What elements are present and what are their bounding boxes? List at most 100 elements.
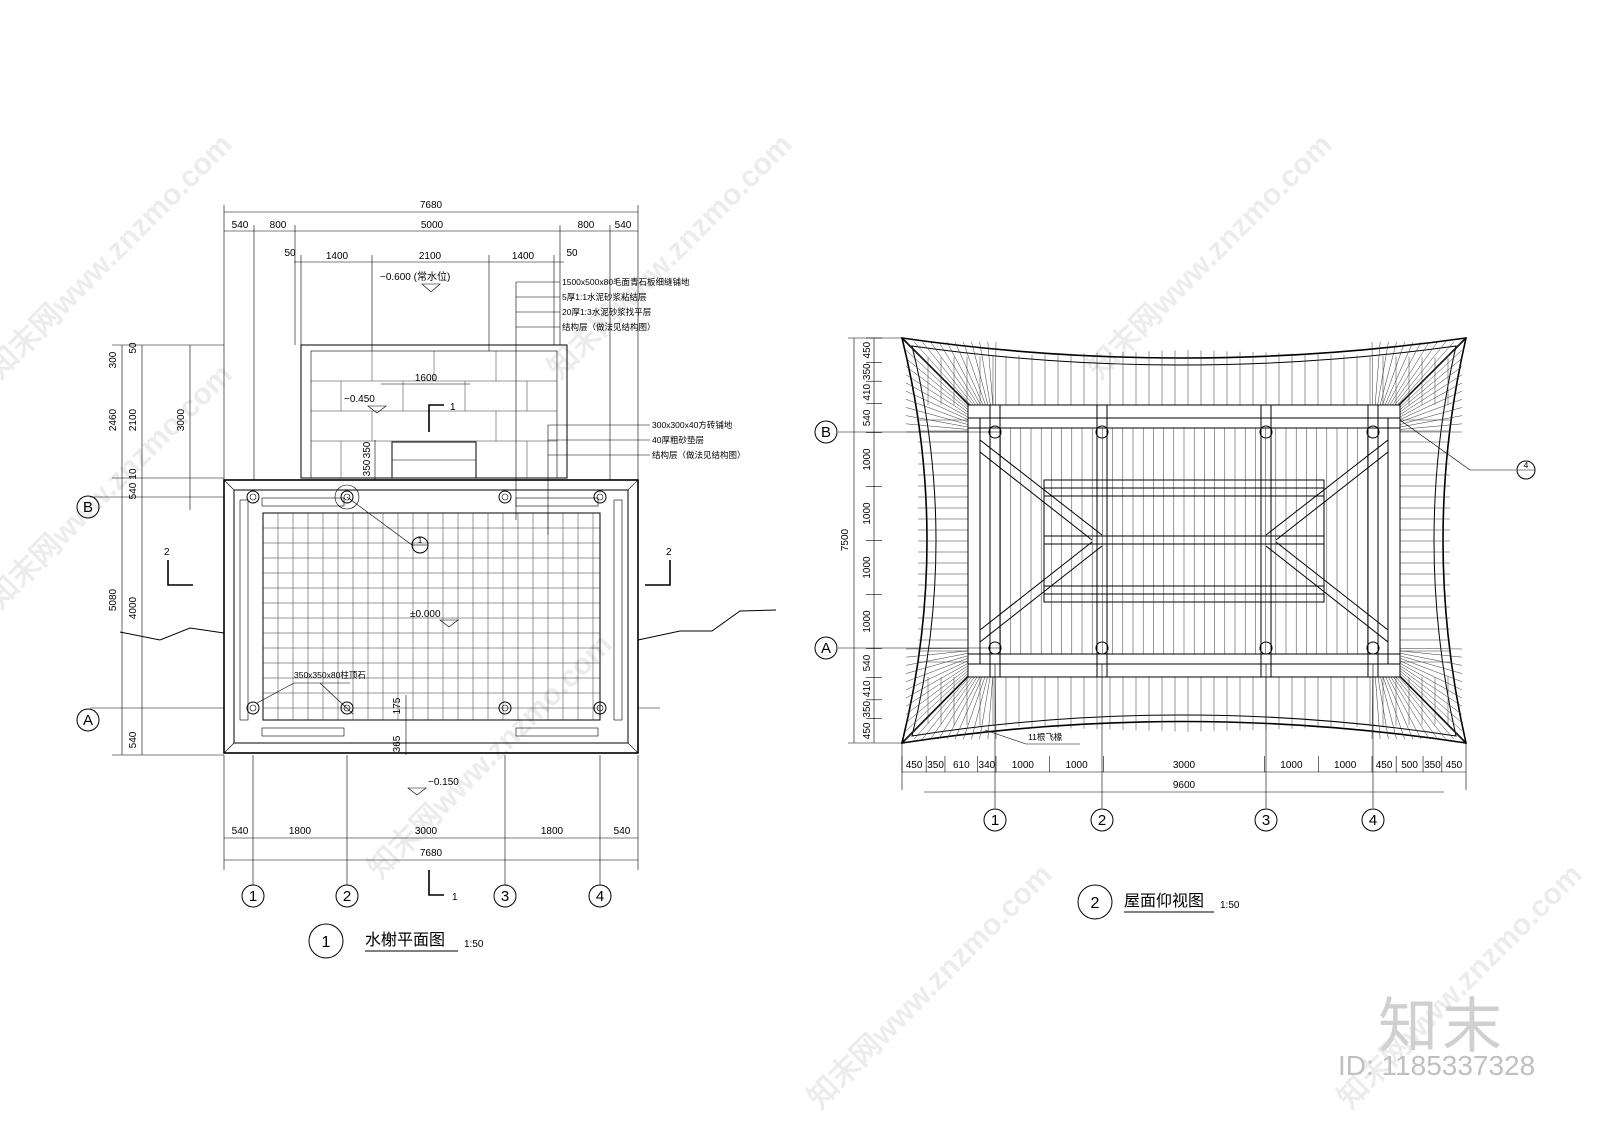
dim-step-1: 350 (362, 441, 373, 458)
dim-step-2: 350 (362, 459, 373, 476)
roof-dim-bottom-0: 450 (906, 760, 923, 771)
roof-dim-bottom-4: 1000 (1012, 760, 1035, 771)
roof-dim-left-0: 450 (862, 341, 873, 358)
floor-paving (263, 513, 600, 720)
dim-left-540a: 540 (128, 482, 139, 499)
roof-dim-left-total: 7500 (840, 528, 851, 551)
roof-beams (967, 404, 1401, 678)
dim-left-300: 300 (108, 351, 119, 368)
dim-175: 175 (392, 697, 403, 714)
note-right-3: 结构层（做法见结构图） (652, 450, 746, 460)
dim-365: 365 (392, 735, 403, 752)
plan-axis-1: 1 (249, 888, 257, 905)
roof-dim-left-1: 350 (862, 363, 873, 380)
dim-bottom-2: 1800 (289, 826, 312, 837)
dim-sub-2: 1400 (326, 251, 349, 262)
roof-dim-left-9: 410 (862, 680, 873, 697)
roof-dim-bottom-total: 9600 (1173, 780, 1196, 791)
notes-right: 300x300x40方砖铺地 40厚粗砂垫层 结构层（做法见结构图） (547, 420, 746, 535)
watermark-2: 知末网www.znzmo.com (542, 128, 799, 385)
roof-dim-left-5: 1000 (862, 502, 873, 525)
dim-bottom-5: 540 (614, 826, 631, 837)
plan-axis-2: 2 (343, 888, 351, 905)
dim-sub-4: 1400 (512, 251, 535, 262)
dim-left-50: 50 (128, 342, 139, 354)
dim-bottom-1: 540 (232, 826, 249, 837)
roof-dim-left-2: 410 (862, 383, 873, 400)
roof-drawing: 7500 450 350 410 540 1000 1000 1000 1000 540 410 3… (814, 337, 1536, 920)
plan-scale: 1:50 (464, 939, 484, 950)
watermark-5: 知末网www.znzmo.com (362, 628, 619, 885)
roof-axis-B: B (821, 424, 831, 441)
level-water: −0.600 (常水位) (380, 270, 450, 283)
watermark-1: 知末网www.znzmo.com (0, 128, 239, 385)
roof-dim-left-8: 540 (862, 654, 873, 671)
dim-1600: 1600 (415, 373, 438, 384)
dim-left-3000: 3000 (176, 408, 187, 431)
watermark-4: 知末网www.znzmo.com (0, 358, 239, 615)
plan-axis-3: 3 (501, 888, 509, 905)
note-right-2: 40厚粗砂垫层 (652, 435, 704, 445)
plan-number: 1 (322, 934, 331, 951)
roof-axis-A: A (821, 640, 831, 657)
plan-title: 水榭平面图 (365, 931, 445, 949)
level-ground: −0.150 (428, 777, 459, 788)
roof-dim-bottom-2: 610 (953, 760, 970, 771)
roof-dim-left-7: 1000 (862, 610, 873, 633)
dim-top-3: 5000 (421, 220, 444, 231)
roof-dim-bottom-6: 3000 (1173, 760, 1196, 771)
dim-top-total: 7680 (420, 200, 443, 211)
roof-axis-2: 2 (1098, 812, 1106, 829)
dim-top-5: 540 (615, 220, 632, 231)
section-mark-1-top: 1 (450, 402, 456, 413)
dim-sub-5: 50 (566, 248, 578, 259)
roof-dim-bottom-8: 1000 (1334, 760, 1357, 771)
watermark-3: 知末网www.znzmo.com (1082, 128, 1339, 385)
roof-rafters (905, 341, 1463, 740)
watermark-6: 知末网www.znzmo.com (802, 858, 1059, 1115)
brand-id: ID: 1185337328 (1338, 1050, 1536, 1081)
dim-left-10: 10 (128, 468, 139, 480)
roof-axis-1: 1 (991, 812, 999, 829)
dim-top-2: 800 (270, 220, 287, 231)
roof-dim-left-10: 350 (862, 700, 873, 717)
roof-dim-bottom-1: 350 (927, 760, 944, 771)
dim-bottom-3: 3000 (415, 826, 438, 837)
plan-axis-B: B (83, 499, 93, 516)
level-floor: ±0.000 (410, 609, 441, 620)
roof-dims-left: 450 350 410 540 1000 1000 1000 1000 540 410 350 450 (862, 337, 882, 739)
note-right-1: 300x300x40方砖铺地 (652, 420, 733, 430)
note-top-3: 20厚1:3水泥砂浆找平层 (562, 307, 651, 317)
roof-dim-bottom-3: 340 (979, 760, 996, 771)
roof-axis-lines (838, 337, 1467, 808)
columns (246, 484, 607, 715)
roof-detail-ref: 4 (1524, 460, 1529, 470)
dim-bottom-total: 7680 (420, 848, 443, 859)
plan-axis-4: 4 (596, 888, 604, 905)
roof-number: 2 (1091, 895, 1100, 912)
roof-dim-left-6: 1000 (862, 556, 873, 579)
dim-left-2460: 2460 (108, 408, 119, 431)
section-mark-2-left: 2 (164, 547, 170, 558)
note-top-2: 5厚1:1水泥砂浆粘结层 (562, 292, 647, 302)
note-top-1: 1500x500x80毛面青石板细缝铺地 (562, 277, 690, 287)
dim-left-540b: 540 (128, 731, 139, 748)
dim-left-4000: 4000 (128, 596, 139, 619)
section-mark-1-bottom: 1 (452, 892, 458, 903)
plan-axis-lines (90, 496, 660, 885)
roof-dim-bottom-9: 450 (1376, 760, 1393, 771)
plan-drawing: 7680 540 800 5000 800 540 50 1400 2100 1… (76, 200, 777, 959)
roof-axis-3: 3 (1262, 812, 1270, 829)
dim-sub-3: 2100 (419, 251, 442, 262)
roof-title: 屋面仰视图 (1124, 892, 1204, 910)
roof-dim-left-11: 450 (862, 722, 873, 739)
dim-sub-1: 50 (284, 248, 296, 259)
roof-dim-left-4: 1000 (862, 448, 873, 471)
note-top-4: 结构层（做法见结构图） (562, 322, 656, 332)
roof-dim-left-3: 540 (862, 409, 873, 426)
roof-dim-bottom-11: 350 (1424, 760, 1441, 771)
section-mark-2-right: 2 (666, 547, 672, 558)
dim-left-2100: 2100 (128, 408, 139, 431)
